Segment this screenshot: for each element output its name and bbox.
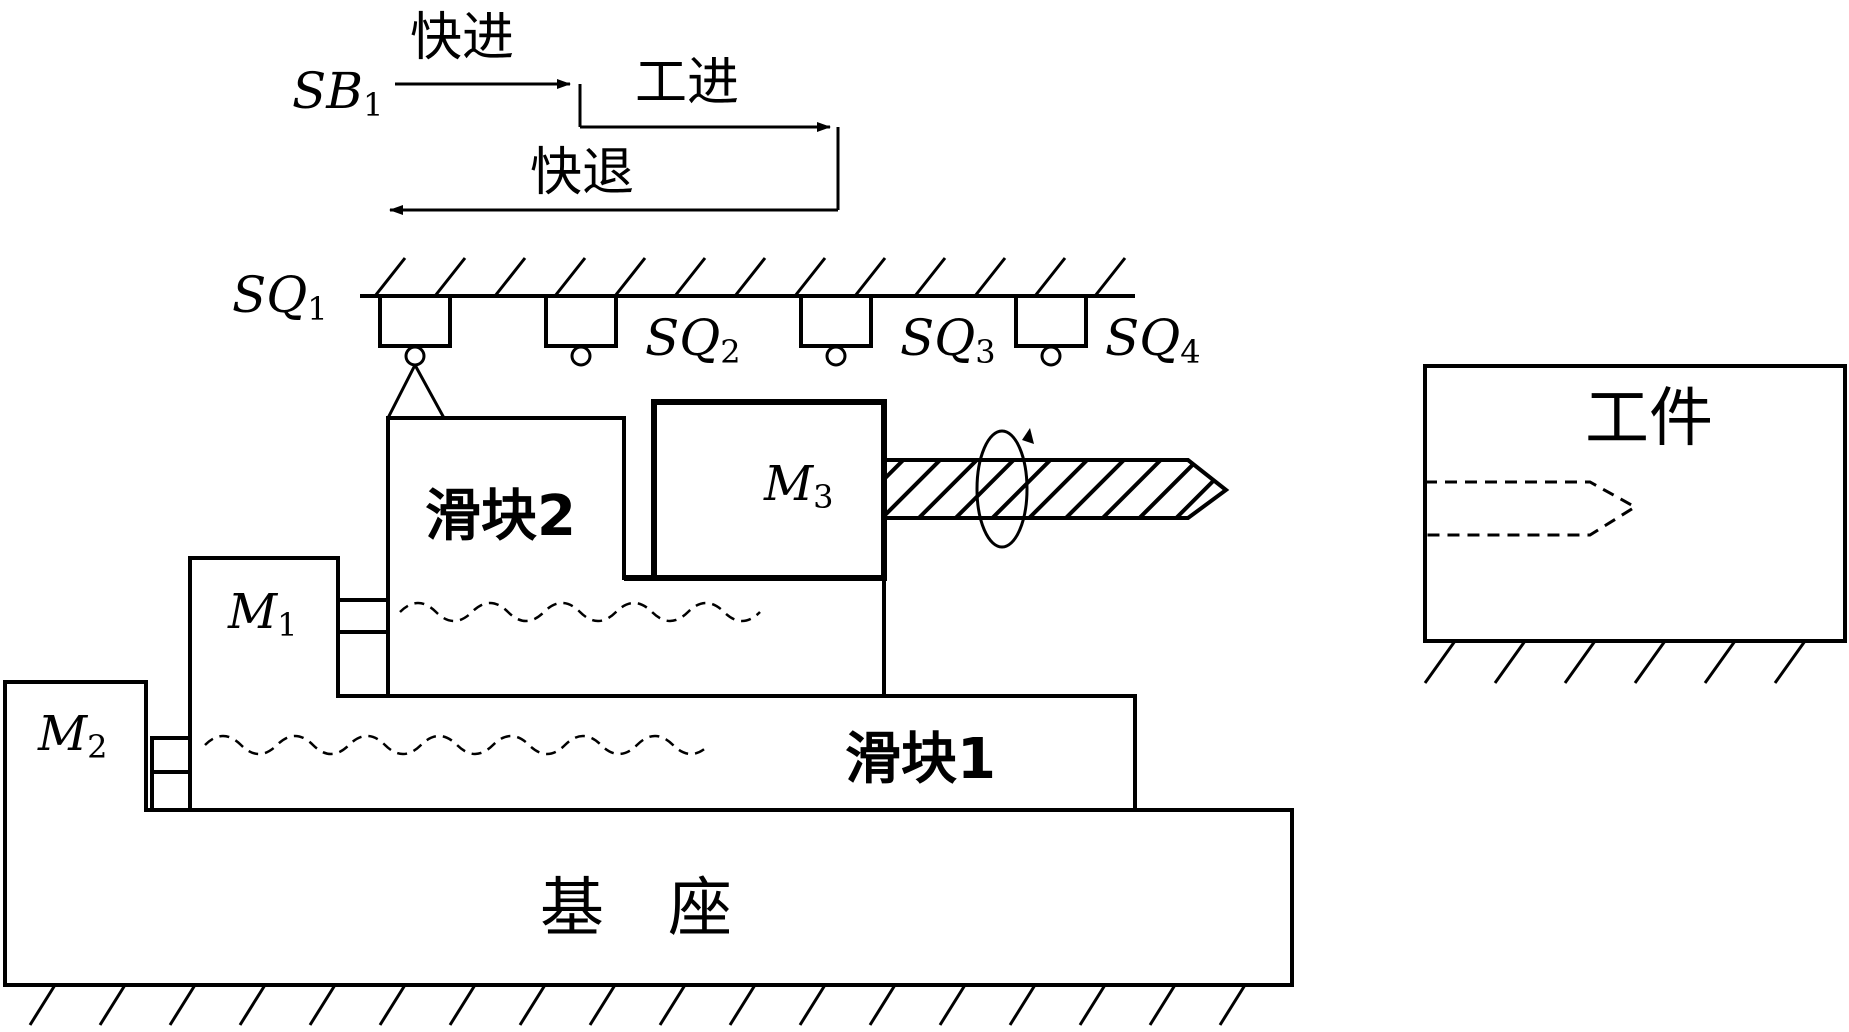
cam-actuator — [386, 364, 446, 420]
slider-1-leadscrew — [204, 734, 710, 756]
fast-return-label: 快退 — [530, 143, 634, 203]
limit-switch-sq4: SQ4 — [1014, 296, 1201, 371]
sq1-label: SQ1 — [232, 266, 328, 328]
sq2-label: SQ2 — [645, 309, 741, 371]
m2-label: M2 — [37, 706, 108, 766]
slider-1: 滑块1 M1 — [188, 556, 1137, 812]
motion-sequence: SB1 快进 工进 快退 — [292, 8, 840, 215]
work-feed-label: 工进 — [635, 53, 739, 113]
limit-switch-sq2: SQ2 — [544, 296, 741, 371]
sq3-label: SQ3 — [900, 309, 996, 371]
spindle-motor-m3: M3 — [624, 399, 887, 581]
workpiece: 工件 — [1423, 364, 1847, 684]
m2-coupling — [150, 736, 192, 812]
fast-forward-label: 快进 — [410, 8, 514, 68]
limit-switch-sq3: SQ3 — [799, 296, 996, 371]
limit-switch-sq1: SQ1 — [232, 266, 452, 367]
m3-label: M3 — [763, 456, 834, 516]
sq4-label: SQ4 — [1105, 309, 1201, 371]
start-button-label: SB1 — [292, 62, 383, 124]
drill-bit — [882, 428, 1230, 549]
base-label: 基 座 — [540, 872, 732, 946]
slider-2-leadscrew — [399, 601, 761, 623]
m1-coupling — [336, 598, 390, 698]
m1-label: M1 — [227, 584, 298, 644]
workpiece-label: 工件 — [1585, 382, 1713, 456]
rotation-arrow — [975, 429, 1029, 549]
base: 基 座 M2 — [3, 680, 1294, 1026]
slider-1-label: 滑块1 — [845, 727, 996, 792]
limit-switch-rail — [360, 257, 1135, 298]
drill-hole — [1425, 480, 1638, 537]
slider-2-label: 滑块2 — [425, 484, 576, 549]
